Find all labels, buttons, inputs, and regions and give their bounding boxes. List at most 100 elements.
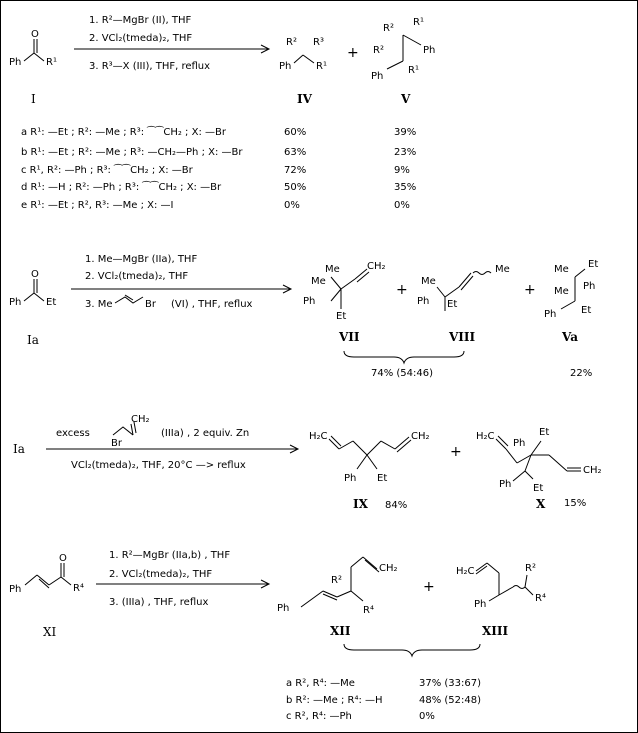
svg-text:+: + <box>450 444 462 460</box>
svg-text:Me: Me <box>554 286 569 297</box>
svg-text:CH₂: CH₂ <box>131 414 150 425</box>
svg-text:R¹: R¹ <box>413 17 424 28</box>
table-row: c R¹, R²: —Ph ; R³: ⁀⁀CH₂ ; X: —Br <box>21 163 194 176</box>
svg-text:O: O <box>59 553 67 564</box>
svg-text:H₂C: H₂C <box>476 431 495 442</box>
svg-text:60%: 60% <box>284 127 306 138</box>
label-VII: VII <box>338 330 360 344</box>
svg-text:Me: Me <box>421 276 436 287</box>
svg-text:9%: 9% <box>394 165 410 176</box>
scheme4-table: a R², R⁴: —Me 37% (33:67) b R²: —Me ; R⁴… <box>286 678 481 722</box>
svg-text:Ph: Ph <box>371 71 383 82</box>
svg-text:Et: Et <box>46 297 56 308</box>
svg-text:72%: 72% <box>284 165 306 176</box>
reagent-3-1b: (IIIa) , 2 equiv. Zn <box>161 428 249 439</box>
allyl-chain <box>112 426 134 436</box>
reagent-3-2: VCl₂(tmeda)₂, THF, 20°C —> reflux <box>71 460 246 471</box>
svg-text:Ph: Ph <box>344 473 356 484</box>
plus-sign: + <box>347 45 359 61</box>
compound-X-structure: H₂C Ph Et Ph Et CH₂ <box>476 427 602 494</box>
reagent-2-2: 2. VCl₂(tmeda)₂, THF <box>85 271 188 282</box>
scheme4: Ph O R⁴ XI 1. R²—MgBr (IIa,b) , THF 2. V… <box>9 550 546 722</box>
scheme1-table: a R¹: —Et ; R²: —Me ; R³: ⁀⁀CH₂ ; X: —Br… <box>21 125 416 211</box>
label-Ia: Ia <box>27 333 39 347</box>
svg-text:R³: R³ <box>313 37 324 48</box>
svg-text:23%: 23% <box>394 147 416 158</box>
svg-text:Et: Et <box>447 299 457 310</box>
svg-text:Ph: Ph <box>303 296 315 307</box>
yield-IX: 84% <box>385 500 407 511</box>
reagent-1-3: 3. R³—X (III), THF, reflux <box>89 61 210 72</box>
table-row: c R², R⁴: —Ph <box>286 711 352 722</box>
reagent-3-1: excess <box>56 428 90 439</box>
reagent-2-1: 1. Me—MgBr (IIa), THF <box>85 254 197 265</box>
compound-XI-structure: Ph O R⁴ <box>9 553 84 595</box>
brace <box>343 350 465 365</box>
svg-text:Ph: Ph <box>474 599 486 610</box>
svg-text:CH₂: CH₂ <box>367 261 386 272</box>
svg-text:Ph: Ph <box>9 584 21 595</box>
svg-text:0%: 0% <box>284 200 300 211</box>
table-row: a R², R⁴: —Me <box>286 678 355 689</box>
svg-text:39%: 39% <box>394 127 416 138</box>
yield-Va: 22% <box>570 368 592 379</box>
svg-text:CH₂: CH₂ <box>379 563 398 574</box>
yield-VII-VIII: 74% (54:46) <box>371 368 433 379</box>
svg-text:+: + <box>423 579 435 595</box>
svg-text:R⁴: R⁴ <box>73 583 84 594</box>
svg-text:Ph: Ph <box>544 309 556 320</box>
reagent-1-2: 2. VCl₂(tmeda)₂, THF <box>89 33 192 44</box>
table-row: e R¹: —Et ; R², R³: —Me ; X: —I <box>21 200 173 211</box>
svg-text:+: + <box>396 282 408 298</box>
svg-text:63%: 63% <box>284 147 306 158</box>
svg-text:Me: Me <box>325 264 340 275</box>
scheme3: Ia excess CH₂ Br (IIIa) , 2 equiv. Zn VC… <box>13 414 602 511</box>
svg-text:R²: R² <box>331 575 342 586</box>
brace-2 <box>343 643 481 658</box>
crotyl-chain <box>114 296 144 304</box>
svg-text:Et: Et <box>588 259 598 270</box>
reagent-4-2: 2. VCl₂(tmeda)₂, THF <box>109 569 212 580</box>
svg-text:3. Me: 3. Me <box>85 299 113 310</box>
label-I: I <box>31 92 36 106</box>
compound-IV-structure: Ph R² R³ R¹ <box>279 37 327 72</box>
svg-text:35%: 35% <box>394 182 416 193</box>
svg-text:R¹: R¹ <box>316 61 327 72</box>
label-XII: XII <box>330 624 351 638</box>
svg-text:Et: Et <box>377 473 387 484</box>
svg-text:Ph: Ph <box>583 281 595 292</box>
label-XI: XI <box>43 625 57 639</box>
svg-text:CH₂: CH₂ <box>583 465 602 476</box>
label-Va: Va <box>561 330 578 344</box>
table-row: b R¹: —Et ; R²: —Me ; R³: —CH₂—Ph ; X: —… <box>21 147 243 158</box>
svg-text:Et: Et <box>336 311 346 322</box>
svg-text:R²: R² <box>286 37 297 48</box>
svg-text:0%: 0% <box>394 200 410 211</box>
scheme2: Ph O Et Ia 1. Me—MgBr (IIa), THF 2. VCl₂… <box>9 254 598 379</box>
svg-text:0%: 0% <box>419 711 435 722</box>
svg-text:Et: Et <box>533 483 543 494</box>
label-Ia-2: Ia <box>13 442 25 456</box>
reagent-4-3: 3. (IIIa) , THF, reflux <box>109 597 208 608</box>
svg-text:50%: 50% <box>284 182 306 193</box>
compound-VII-structure: Me CH₂ Me Ph Et <box>303 261 386 322</box>
compound-VIII-structure: Me Ph Me Et <box>417 264 510 311</box>
svg-text:O: O <box>31 29 39 40</box>
svg-text:Ph: Ph <box>279 61 291 72</box>
svg-text:CH₂: CH₂ <box>411 431 430 442</box>
table-row: a R¹: —Et ; R²: —Me ; R³: ⁀⁀CH₂ ; X: —Br <box>21 125 227 138</box>
svg-text:Ph: Ph <box>9 57 21 68</box>
svg-text:H₂C: H₂C <box>309 431 328 442</box>
svg-text:R⁴: R⁴ <box>363 605 374 616</box>
table-row: d R¹: —H ; R²: —Ph ; R³: ⁀⁀CH₂ ; X: —Br <box>21 180 222 193</box>
svg-text:Me: Me <box>495 264 510 275</box>
svg-text:Ph: Ph <box>9 297 21 308</box>
svg-text:R¹: R¹ <box>408 65 419 76</box>
svg-text:Me: Me <box>554 264 569 275</box>
compound-XII-structure: CH₂ R² Ph R⁴ <box>277 556 398 616</box>
svg-text:Me: Me <box>311 276 326 287</box>
label-XIII: XIII <box>482 624 509 638</box>
svg-text:Br: Br <box>111 438 123 449</box>
svg-text:Ph: Ph <box>417 296 429 307</box>
